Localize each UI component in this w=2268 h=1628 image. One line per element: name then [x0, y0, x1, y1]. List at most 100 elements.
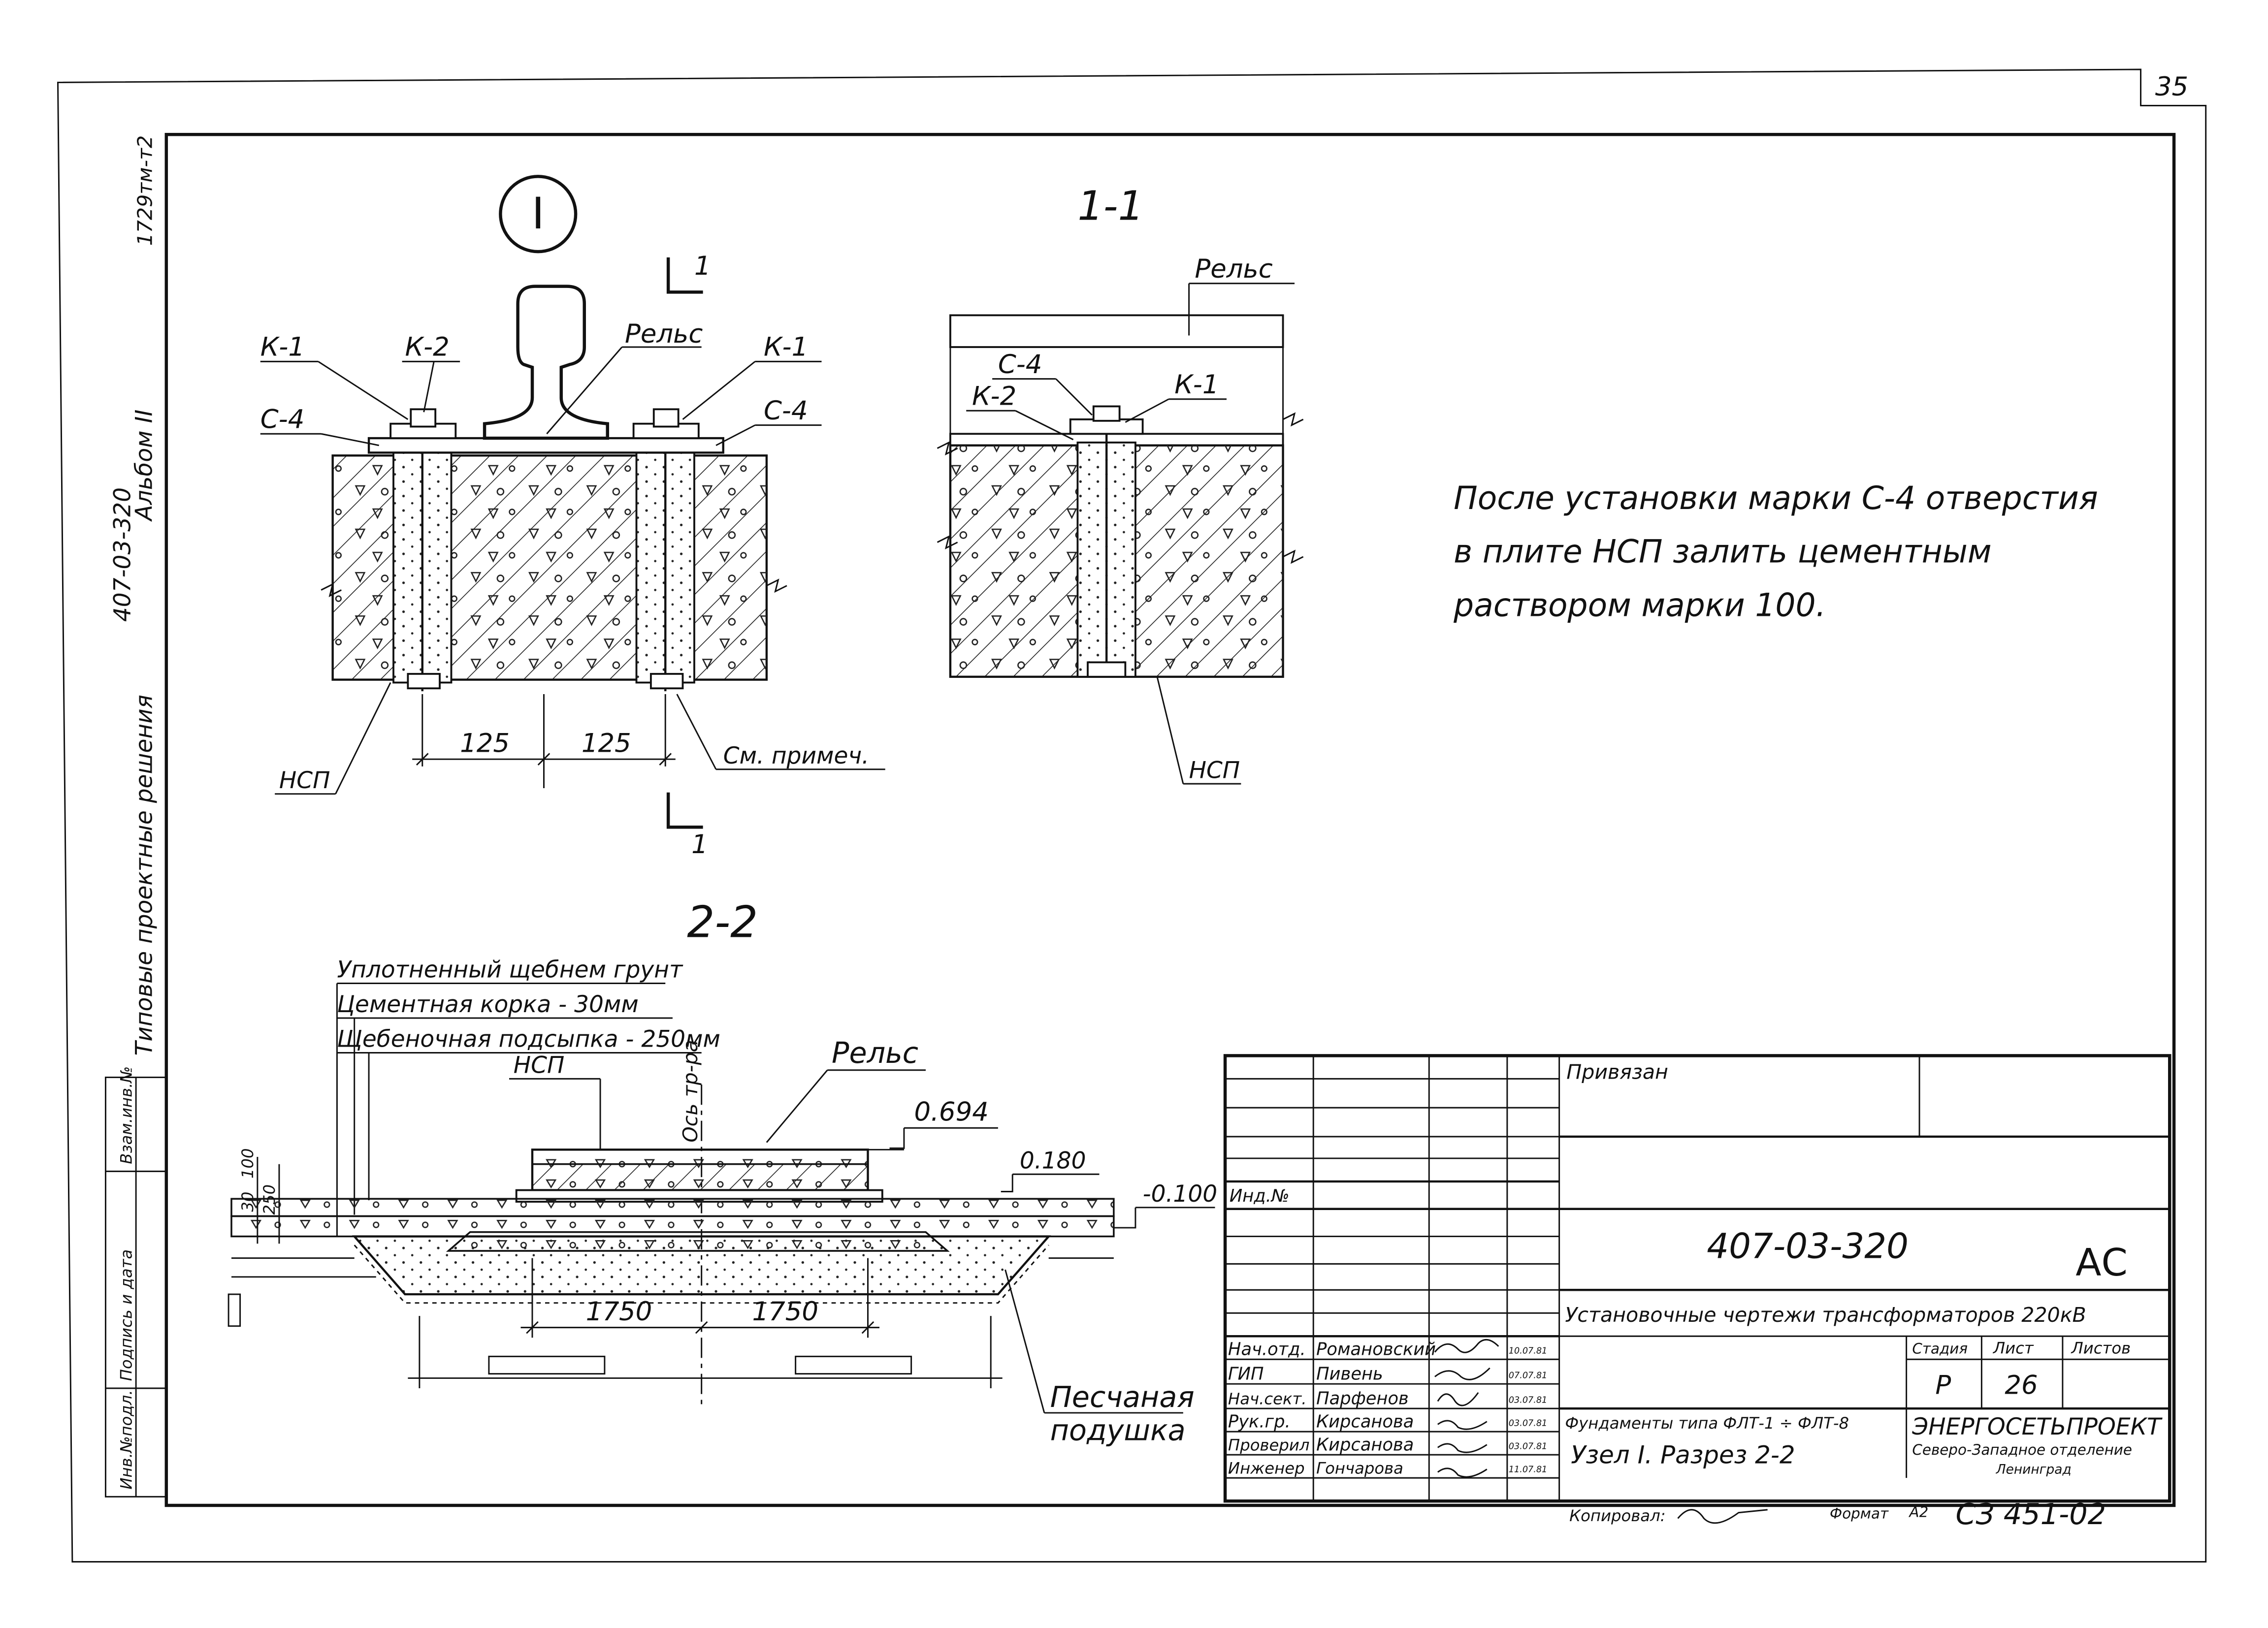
dim-1750-left: 1750 [586, 1297, 652, 1327]
sheet-outer-border [57, 68, 2207, 1563]
doc-mark: АС [2075, 1241, 2128, 1285]
staff-date: 07.07.81 [1509, 1371, 1547, 1380]
dim-125-left: 125 [460, 728, 510, 758]
staff-date: 10.07.81 [1509, 1346, 1547, 1356]
label-nsp-2-2: НСП [514, 1052, 565, 1079]
format-value: А2 [1908, 1503, 1928, 1520]
stamp-cell-inv-podl: Инв.№подл. [117, 1390, 135, 1489]
org-branch: Северо-Западное отделение [1912, 1441, 2132, 1458]
dim-30: 30 [238, 1192, 257, 1212]
layer-label-2: Цементная корка - 30мм [337, 991, 638, 1018]
staff-name: Романовский [1316, 1339, 1436, 1359]
staff-row: Инженер Гончарова 11.07.81 [1228, 1459, 1547, 1477]
staff-role: Инженер [1228, 1459, 1305, 1477]
label-k1-left: К-1 [260, 332, 305, 362]
label-see-note: См. примеч. [723, 742, 869, 769]
staff-role: Нач.отд. [1228, 1339, 1306, 1359]
margin-number: 407-03-320 [109, 487, 136, 622]
staff-role: ГИП [1228, 1364, 1264, 1384]
label-nsp: НСП [279, 767, 330, 794]
staff-name: Кирсанова [1316, 1411, 1414, 1432]
attached-label: Привязан [1566, 1060, 1668, 1084]
base-plate [367, 437, 724, 454]
margin-album: Альбом II [130, 410, 158, 522]
index-label: Инд.№ [1230, 1186, 1290, 1206]
margin-code: 1729тм-т2 [133, 135, 157, 246]
bottom-nut-right [649, 672, 684, 690]
dim-125-right: 125 [582, 728, 631, 758]
margin-series: Типовые проектные решения [130, 695, 158, 1055]
dim-250: 250 [260, 1184, 279, 1215]
staff-date: 11.07.81 [1509, 1465, 1547, 1474]
label-rail-1-1: Рельс [1195, 254, 1272, 284]
signature-scribbles [1434, 1339, 1499, 1478]
label-c4-left: С-4 [260, 405, 305, 435]
section-1-1-title: 1-1 [1077, 183, 1143, 229]
sand-label-2: подушка [1050, 1413, 1186, 1447]
node-title: I [532, 188, 545, 239]
rail-profile [483, 285, 609, 440]
section-mark-top: 1 [694, 251, 711, 281]
bottom-nut-left [407, 672, 441, 690]
label-k1-1-1: К-1 [1174, 370, 1219, 400]
label-rail: Рельс [625, 319, 703, 349]
section-1-1: 1-1 Рельс С-4 К-2 К-1 НСП [937, 183, 1304, 785]
rail-band [949, 314, 1284, 348]
node-1-view: I К-1 К-2 Рельс К-1 С-4 [260, 175, 885, 860]
stamp-cell-signature: Подпись и дата [117, 1249, 135, 1381]
archive-number: СЗ 451-02 [1956, 1497, 2106, 1531]
axis-label: Ось тр-ра [679, 1040, 702, 1142]
label-rail-2-2: Рельс [832, 1036, 918, 1070]
dim-1750-right: 1750 [752, 1297, 819, 1327]
note-line-2: в плите НСП залить цементным [1454, 534, 1991, 571]
section-mark-bottom: 1 [691, 830, 708, 860]
elev-0-694: 0.694 [914, 1097, 989, 1127]
note-block: После установки марки С-4 отверстия в пл… [1453, 480, 2098, 624]
foundation-block-hatched [531, 1163, 869, 1191]
elev-minus-0-100: -0.100 [1143, 1181, 1218, 1208]
nut-top-left [410, 408, 437, 428]
staff-date: 03.07.81 [1509, 1395, 1547, 1405]
drawing-title-1: Фундаменты типа ФЛТ-1 ÷ ФЛТ-8 [1565, 1414, 1849, 1433]
staff-row: Нач.сект. Парфенов 03.07.81 [1228, 1388, 1547, 1408]
staff-name: Кирсанова [1316, 1435, 1414, 1455]
copied-label: Копировал: [1569, 1506, 1665, 1525]
stage-value: Р [1935, 1371, 1951, 1401]
staff-role: Проверил [1228, 1436, 1310, 1454]
note-line-1: После установки марки С-4 отверстия [1454, 480, 2098, 517]
stamp-cell-vzam: Взам.инв.№ [117, 1066, 135, 1164]
label-c4-right: С-4 [764, 396, 808, 426]
org-name: ЭНЕРГОСЕТЬПРОЕКТ [1912, 1413, 2163, 1440]
dim-100: 100 [238, 1148, 257, 1179]
label-k2: К-2 [405, 332, 450, 362]
layer-label-1: Уплотненный щебнем грунт [337, 957, 683, 984]
staff-row: Рук.гр. Кирсанова 03.07.81 [1228, 1411, 1547, 1432]
staff-role: Нач.сект. [1228, 1389, 1307, 1408]
left-margin: Типовые проектные решения 407-03-320 Аль… [104, 135, 167, 1498]
project-title: Установочные чертежи трансформаторов 220… [1565, 1303, 2086, 1327]
org-city: Ленинград [1996, 1462, 2072, 1477]
section-2-2-title: 2-2 [687, 896, 758, 947]
nut-top-right [652, 408, 680, 428]
layer-label-3: Щебеночная подсыпка - 250мм [337, 1026, 720, 1053]
title-block: Инд.№ Привязан 407-03-320 АС Установочны… [1223, 1054, 2171, 1531]
staff-name: Пивень [1316, 1364, 1383, 1384]
sheet-header: Лист [1993, 1339, 2034, 1358]
format-label: Формат [1830, 1505, 1889, 1522]
cement-crust [230, 1198, 1115, 1217]
drawing-title-2: Узел I. Разрез 2-2 [1571, 1441, 1795, 1469]
label-k1-right: К-1 [764, 332, 808, 362]
sheets-header: Листов [2071, 1339, 2131, 1358]
label-k2-1-1: К-2 [972, 382, 1016, 412]
sheet-inner-frame [164, 132, 2176, 1507]
note-line-3: раствором марки 100. [1453, 587, 1826, 624]
doc-number: 407-03-320 [1707, 1226, 1909, 1267]
staff-row: Проверил Кирсанова 03.07.81 [1228, 1435, 1547, 1455]
label-c4-1-1: С-4 [998, 350, 1042, 380]
stage-header: Стадия [1912, 1341, 1968, 1357]
staff-row: ГИП Пивень 07.07.81 [1228, 1364, 1547, 1384]
staff-name: Гончарова [1316, 1459, 1403, 1477]
elev-0-180: 0.180 [1020, 1148, 1086, 1175]
staff-name: Парфенов [1316, 1388, 1409, 1408]
